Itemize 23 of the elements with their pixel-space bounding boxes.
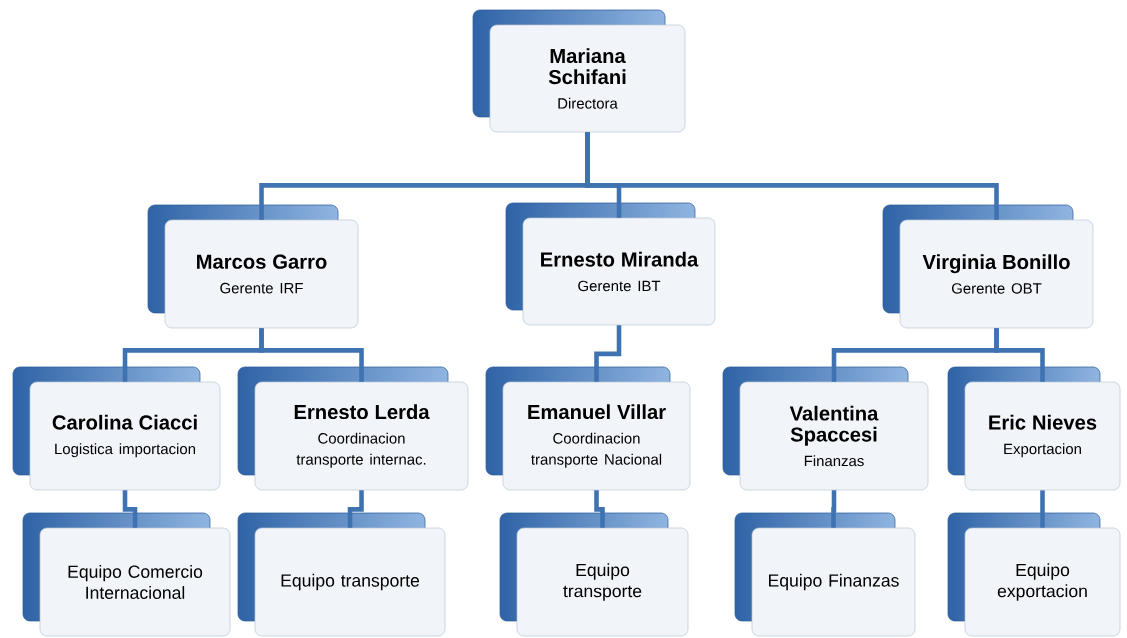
org-card: Ernesto Miranda Gerente IBT: [505, 202, 716, 326]
connector-line: [122, 490, 138, 528]
connector-line: [259, 328, 364, 382]
org-card: Equipo transporte: [237, 512, 446, 637]
connector-line: [347, 490, 364, 528]
org-card: Equipo Comercio Internacional: [22, 512, 231, 637]
connector-line: [831, 490, 837, 528]
connector-line: [594, 325, 622, 382]
org-card: Mariana Schifani Directora: [472, 9, 686, 133]
connector-line: [994, 328, 1045, 382]
org-card: Equipo Finanzas: [734, 512, 916, 637]
org-card: Valentina Spaccesi Finanzas: [722, 366, 929, 491]
org-card: Equipo exportacion: [947, 512, 1121, 637]
org-card: Carolina Ciacci Logistica importacion: [12, 366, 221, 491]
org-card: Ernesto Lerda Coordinacion transporte internac.: [237, 366, 469, 491]
org-card: Virginia Bonillo Gerente OBT: [882, 204, 1094, 329]
org-card: Eric Nieves Exportacion: [947, 366, 1121, 491]
connector-line: [594, 490, 605, 528]
org-card: Emanuel Villar Coordinacion transporte Nacional: [485, 366, 691, 491]
org-card: Equipo transporte: [499, 512, 689, 637]
connector-line: [585, 132, 999, 220]
connector-line: [1040, 490, 1045, 528]
org-card: Marcos Garro Gerente IRF: [147, 204, 359, 329]
